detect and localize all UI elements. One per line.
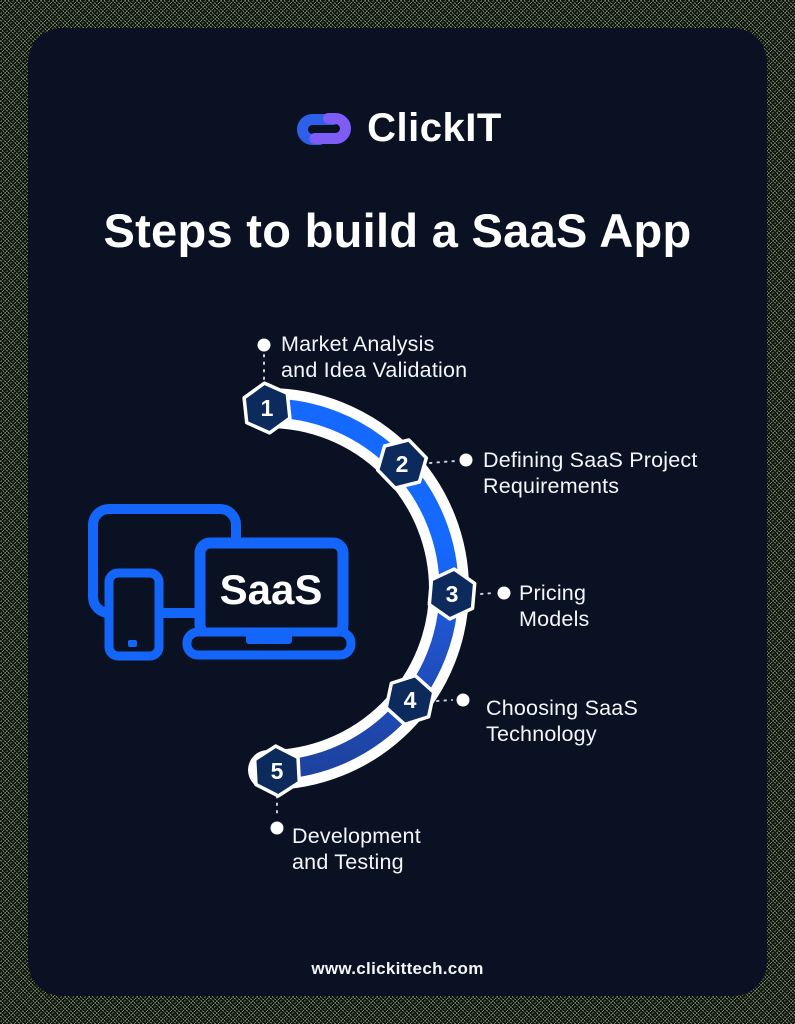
step-bullets	[257, 338, 511, 835]
step-hexagon-2: 2	[375, 438, 429, 490]
hexagon-shape	[252, 744, 302, 798]
phone-home-button	[128, 640, 137, 647]
step-hexagon-3: 3	[427, 567, 477, 621]
connector-step-4	[436, 699, 453, 702]
step-hexagons: 1 2 3 4 5	[242, 381, 477, 798]
brand-logo: ClickIT	[28, 106, 767, 151]
step-number: 2	[396, 451, 409, 477]
laptop-trackpad-notch	[246, 634, 292, 644]
step-hexagon-1: 1	[242, 381, 292, 435]
step-label-line: Models	[519, 607, 590, 631]
step-number: 1	[261, 395, 274, 421]
step-label-5: Development and Testing	[292, 823, 421, 875]
connector-step-3	[480, 592, 495, 595]
footer-website: www.clickittech.com	[311, 959, 484, 978]
connector-step-2	[429, 460, 456, 464]
hexagon-shape	[375, 438, 429, 490]
step-number: 4	[404, 687, 417, 713]
page-title: Steps to build a SaaS App	[103, 204, 692, 257]
step-label-line: Defining SaaS Project	[483, 448, 698, 472]
step-hexagon-4: 4	[384, 673, 436, 727]
step-label-1: Market Analysis and Idea Validation	[281, 331, 467, 383]
step-number: 3	[446, 581, 459, 607]
step-hexagon-5: 5	[252, 744, 302, 798]
bullet-step-2	[459, 453, 473, 467]
saas-screen-label: SaaS	[220, 566, 323, 613]
brand-name: ClickIT	[367, 106, 502, 150]
bullet-step-1	[257, 338, 271, 352]
step-label-4: Choosing SaaS Technology	[486, 695, 638, 747]
hexagon-shape	[242, 381, 292, 435]
step-label-line: Choosing SaaS	[486, 696, 639, 720]
step-label-3: Pricing Models	[519, 580, 590, 632]
step-number: 5	[271, 758, 284, 784]
hexagon-shape	[427, 567, 477, 621]
hexagon-shape	[384, 673, 436, 727]
step-label-line: Technology	[486, 722, 597, 746]
step-label-line: and Idea Validation	[281, 358, 468, 382]
chain-link-purple-half	[309, 112, 352, 144]
step-label-line: Requirements	[483, 474, 620, 498]
chain-link-icon	[297, 112, 352, 145]
step-label-line: Market Analysis	[281, 332, 435, 356]
bullet-step-5	[270, 821, 284, 835]
bullet-step-4	[456, 693, 470, 707]
step-label-line: and Testing	[292, 850, 404, 874]
phone-icon	[104, 568, 164, 661]
step-label-2: Defining SaaS Project Requirements	[483, 447, 698, 499]
devices-illustration: SaaS	[88, 504, 356, 661]
step-connectors	[263, 354, 495, 819]
bullet-step-3	[497, 586, 511, 600]
step-label-line: Development	[292, 824, 421, 848]
step-label-line: Pricing	[519, 581, 587, 605]
